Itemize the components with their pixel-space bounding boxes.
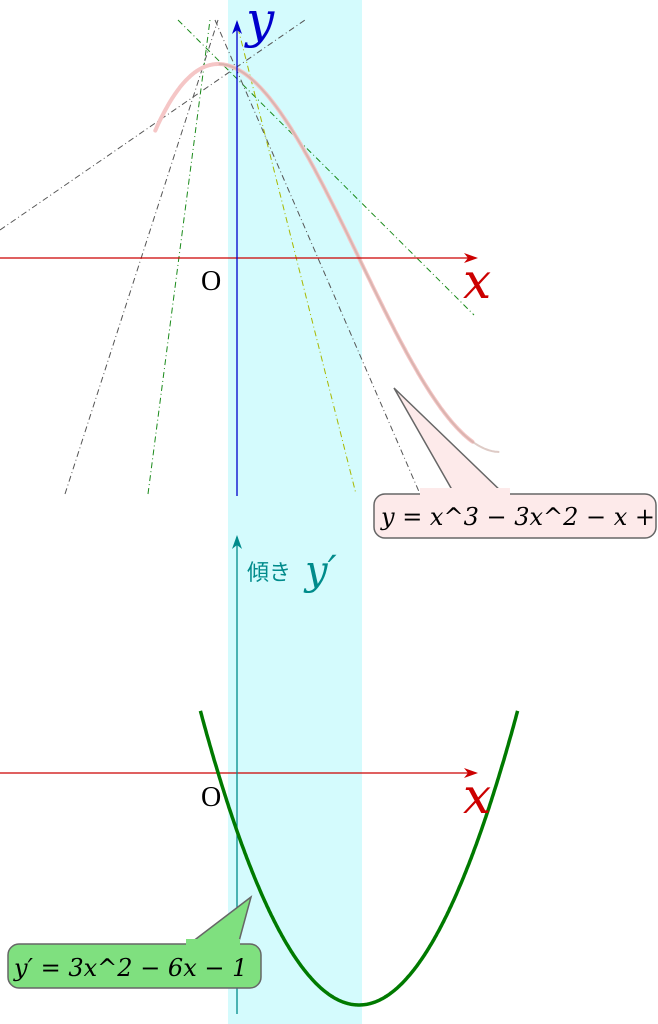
derivative-callout-label: y′ = 3x^2 − 6x − 1 xyxy=(13,954,247,982)
decreasing-interval-band xyxy=(228,0,362,1024)
slope-axis-label-symbol: y′ xyxy=(303,548,337,594)
derivative-parabola xyxy=(198,710,520,1007)
tangent-line-1 xyxy=(0,19,306,231)
top-origin-label: O xyxy=(201,266,221,297)
cubic-callout-pointer xyxy=(393,387,507,496)
slope-axis-label-text: 傾き xyxy=(247,561,291,586)
tangent-line-6 xyxy=(237,27,357,495)
tangent-line-5 xyxy=(214,19,421,495)
top-x-axis-label: x xyxy=(463,252,491,310)
bottom-graph: O x 傾き y′ y′ = 3x^2 − 6x − 1 xyxy=(0,535,520,1014)
tangent-line-3 xyxy=(147,19,211,495)
tangent-line-2 xyxy=(64,19,219,495)
bottom-origin-label: O xyxy=(201,782,221,813)
top-y-axis-label: y xyxy=(244,0,275,49)
cubic-callout-box xyxy=(373,493,657,539)
bottom-x-axis-label: x xyxy=(463,767,491,825)
derivative-callout-box xyxy=(7,943,262,989)
cubic-callout-label: y = x^3 − 3x^2 − x + 3 xyxy=(380,503,658,531)
top-graph: O x y y = x^3 − 3x^2 − x + 3 xyxy=(0,0,658,539)
tangent-line-4 xyxy=(177,19,475,316)
